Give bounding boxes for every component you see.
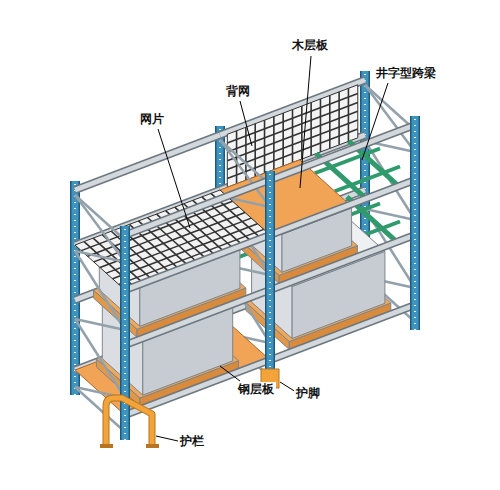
upright: [267, 171, 274, 385]
part-label: 护脚: [294, 386, 322, 401]
front-beam: [125, 180, 270, 235]
part-label: 井字型跨梁: [374, 66, 438, 81]
upright: [120, 226, 130, 440]
front-beam: [125, 180, 270, 235]
upright: [72, 181, 79, 395]
part-label: 网片: [138, 112, 166, 127]
front-beam: [270, 235, 415, 290]
part-label: 背网: [224, 84, 252, 99]
front-beam: [270, 305, 415, 360]
part-label: 木层板: [290, 38, 330, 53]
leader-line: [220, 366, 240, 381]
frame-brace: [75, 195, 125, 240]
upright: [410, 116, 420, 330]
leader-line: [156, 436, 178, 441]
frame-brace: [75, 319, 125, 330]
upright-holes: [74, 181, 76, 395]
upright: [122, 226, 129, 440]
frame-brace: [75, 387, 125, 432]
front-beam: [125, 290, 270, 345]
frame-brace: [220, 140, 270, 185]
leader-line: [300, 56, 311, 188]
back-beam: [75, 135, 220, 190]
front-beam: [125, 235, 270, 290]
front-beam: [270, 180, 415, 235]
upright: [70, 181, 80, 395]
leader-line: [158, 129, 190, 228]
front-beam: [270, 125, 415, 180]
frame-brace: [75, 195, 125, 262]
front-beam: [270, 125, 415, 180]
leader-line: [362, 83, 388, 160]
leader-line: [240, 101, 252, 146]
frame-brace: [365, 85, 415, 130]
front-beam: [270, 305, 415, 360]
upright-holes: [124, 226, 126, 440]
guard-rail-base: [146, 444, 159, 448]
part-label: 钢层板: [236, 382, 276, 397]
frame-brace: [75, 251, 125, 330]
front-beam: [125, 235, 270, 290]
back-beam: [75, 135, 220, 190]
front-beam: [270, 235, 415, 290]
front-beam: [125, 290, 270, 345]
guard-rail: [106, 398, 152, 446]
frame-brace: [75, 319, 125, 398]
upright: [265, 171, 275, 385]
guard-rail-base: [100, 444, 113, 448]
upright-holes: [414, 116, 416, 330]
upright: [412, 116, 419, 330]
upright-holes: [269, 171, 271, 385]
part-label: 护栏: [178, 434, 206, 449]
wire-deck: [75, 190, 270, 290]
guard-rail: [106, 398, 152, 446]
front-beam: [270, 180, 415, 235]
back-mesh: [227, 94, 358, 143]
